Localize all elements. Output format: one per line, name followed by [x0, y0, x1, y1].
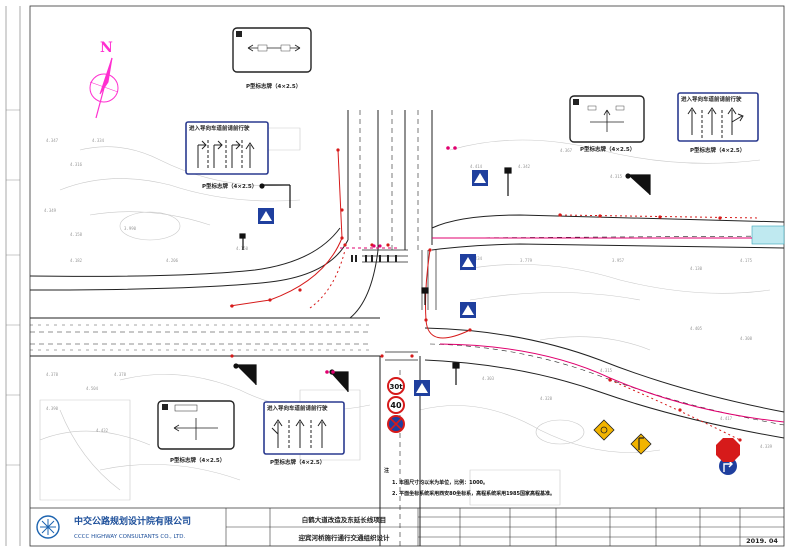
title-block: 中交公路规划设计院有限公司 CCCC HIGHWAY CONSULTANTS C… [36, 508, 784, 546]
panel-caption-bottom-left-1: P型标志牌（4×2.5） [170, 456, 225, 464]
svg-text:3.990: 3.990 [124, 226, 137, 231]
pedestrian-crossing-sign-icon [460, 254, 476, 270]
svg-text:4.182: 4.182 [70, 258, 83, 263]
svg-text:4.234: 4.234 [470, 256, 483, 261]
panel-caption-right-2: P型标志牌（4×2.5） [690, 146, 745, 154]
svg-text:4.339: 4.339 [760, 444, 773, 449]
weight-limit-sign: 30t [387, 377, 405, 395]
svg-text:4.414: 4.414 [470, 164, 483, 169]
svg-text:4.342: 4.342 [518, 164, 531, 169]
svg-text:4.417: 4.417 [720, 416, 733, 421]
panel-heading-right-2: 进入导向车道前请前行驶 [681, 95, 742, 103]
pedestrian-crossing-sign-icon [472, 170, 488, 186]
route-lines [340, 237, 785, 423]
svg-text:4.315: 4.315 [600, 368, 613, 373]
svg-text:4.405: 4.405 [690, 326, 703, 331]
pedestrian-crossing-sign-icon [460, 302, 476, 318]
panel-heading-bottom-left-2: 进入导向车道前请前行驶 [267, 404, 328, 412]
svg-text:4.130: 4.130 [690, 266, 703, 271]
note-2: 2. 平面坐标系统采用西安80坐标系，高程系统采用1985国家高程基准。 [392, 490, 555, 497]
speed-limit-sign: 40 [387, 396, 405, 414]
svg-text:4.308: 4.308 [740, 336, 753, 341]
svg-text:4.349: 4.349 [44, 208, 57, 213]
bridge-deck [751, 225, 785, 245]
svg-text:4.328: 4.328 [540, 396, 553, 401]
panel-caption-left-mid: P型标志牌（4×2.5） [202, 182, 257, 190]
lane-pennants [325, 146, 457, 374]
construction-warning-sign-icon [593, 419, 615, 441]
svg-text:3.957: 3.957 [612, 258, 625, 263]
svg-text:4.432: 4.432 [96, 428, 109, 433]
north-arrow: N [89, 40, 119, 119]
sign-panel-bottom-left-2 [263, 401, 345, 455]
svg-text:4.303: 4.303 [482, 376, 495, 381]
drawing-name: 迎宾河桥施行通行交通组织设计 [299, 533, 391, 542]
svg-text:4.347: 4.347 [46, 138, 59, 143]
terrain-contours [39, 127, 771, 506]
north-label: N [100, 40, 113, 56]
company-name-en: CCCC HIGHWAY CONSULTANTS CO., LTD. [74, 534, 185, 540]
panel-caption-top-center: P型标志牌（4×2.5） [246, 82, 301, 90]
svg-text:4.390: 4.390 [46, 406, 59, 411]
svg-text:4.378: 4.378 [114, 372, 127, 377]
svg-text:4.504: 4.504 [86, 386, 99, 391]
warning-sign-icon [630, 433, 652, 455]
notes-heading: 注 [384, 467, 389, 474]
panel-caption-bottom-left-2: P型标志牌（4×2.5） [270, 458, 325, 466]
svg-text:4.150: 4.150 [236, 246, 249, 251]
drawing-date: 2019. 04 [746, 537, 778, 545]
sign-panel-bottom-left-1 [157, 400, 235, 450]
svg-text:3.779: 3.779 [520, 258, 533, 263]
weight-limit-label: 30t [389, 383, 403, 391]
pedestrian-crossing-sign-icon [414, 380, 430, 396]
panel-heading-left-mid: 进入导向车道前请前行驶 [189, 124, 250, 132]
sign-panel-right-2 [677, 92, 759, 142]
no-stopping-sign-icon [387, 415, 405, 433]
svg-text:4.158: 4.158 [70, 232, 83, 237]
barrier-markers [229, 149, 761, 441]
sign-posts [233, 167, 651, 392]
project-name: 白鹤大道改造及东延长线项目 [302, 515, 387, 524]
panel-caption-right-1: P型标志牌（4×2.5） [580, 145, 635, 153]
sign-panel-right-1 [569, 95, 645, 143]
notes-block: 注 1. 本图尺寸均以米为单位，比例：1000。 2. 平面坐标系统采用西安80… [384, 467, 555, 497]
company-logo-icon [36, 515, 60, 539]
svg-text:4.175: 4.175 [740, 258, 753, 263]
marker-dots [230, 148, 742, 442]
compass-icon [89, 57, 119, 119]
svg-text:4.378: 4.378 [46, 372, 59, 377]
speed-limit-label: 40 [390, 401, 402, 410]
note-1: 1. 本图尺寸均以米为单位，比例：1000。 [392, 479, 488, 486]
sign-panel-top-center [232, 27, 312, 73]
svg-text:4.316: 4.316 [70, 162, 83, 167]
left-margin-strip [5, 6, 21, 546]
svg-text:4.367: 4.367 [560, 148, 573, 153]
pedestrian-crossing-sign-icon [258, 208, 274, 224]
sign-panel-left-mid [185, 121, 269, 175]
svg-text:4.206: 4.206 [166, 258, 179, 263]
svg-text:4.334: 4.334 [92, 138, 105, 143]
stop-sign-icon [716, 438, 740, 462]
spot-elevations: 4.347 4.316 4.334 4.349 4.158 3.990 4.18… [44, 138, 773, 449]
company-name-cn: 中交公路规划设计院有限公司 [74, 515, 191, 527]
svg-text:4.315: 4.315 [610, 174, 623, 179]
